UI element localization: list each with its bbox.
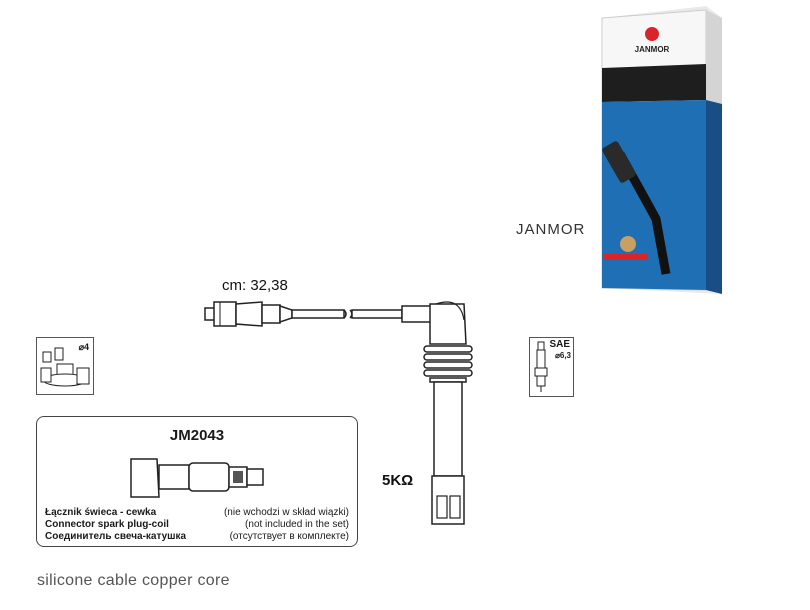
brand-logo-icon: [645, 27, 659, 41]
footer-description: silicone cable copper core: [37, 572, 230, 589]
boot-ribs: [423, 345, 473, 383]
plug-size: ⌀6,3: [555, 351, 571, 360]
note-russian: Соединитель свеча-катушка(отсутствует в …: [45, 531, 349, 542]
box-logo-text: JANMOR: [635, 45, 670, 54]
brand-name: JANMOR: [516, 221, 586, 238]
coil-boot: [235, 301, 263, 327]
product-box-image: JANMOR: [601, 6, 722, 294]
part-code: JM2043: [169, 427, 225, 444]
spark-plug-icon: SAE ⌀6,3: [529, 337, 574, 397]
resistance-label: 5KΩ: [382, 472, 414, 489]
distributor-size: ⌀4: [78, 342, 89, 352]
part-info-panel: JM2043 Łącznik świeca - cewka(nie wchodz…: [36, 416, 358, 547]
angled-boot: [401, 305, 435, 323]
cable-segment: [291, 309, 345, 319]
connector-drawing: [130, 458, 264, 498]
note-english: Connector spark plug-coil(not included i…: [45, 519, 349, 530]
distributor-cap-icon: ⌀4: [36, 337, 94, 395]
note-polish: Łącznik świeca - cewka(nie wchodzi w skł…: [45, 507, 349, 518]
plug-type: SAE: [549, 339, 570, 350]
cable-length-label: cm: 32,38: [222, 277, 288, 294]
plug-stick: [433, 381, 463, 477]
